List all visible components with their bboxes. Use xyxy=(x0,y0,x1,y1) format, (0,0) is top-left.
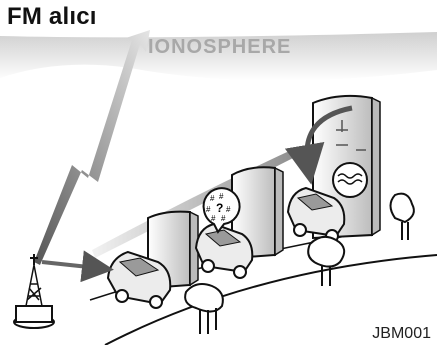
sky-wave-beam xyxy=(34,30,150,265)
reflection-arrow xyxy=(284,105,353,185)
tree-right-icon xyxy=(389,192,415,240)
ionosphere-band xyxy=(0,32,437,81)
transmitter-tower-icon xyxy=(13,254,55,329)
signal-bubble xyxy=(332,162,368,198)
interference-symbol-4: # xyxy=(226,205,231,214)
car-right xyxy=(286,186,346,243)
tree-bottom-icon xyxy=(184,283,224,334)
ground-wave-arrow xyxy=(41,250,114,283)
interference-symbol-6: # xyxy=(221,214,226,223)
figure-code: JBM001 xyxy=(372,325,431,342)
ionosphere-label: IONOSPHERE xyxy=(148,36,291,58)
road-edge xyxy=(104,254,437,345)
interference-bubble: # # ? # # # # xyxy=(202,187,241,234)
interference-symbol-2: # xyxy=(219,192,224,201)
interference-symbol-5: # xyxy=(211,214,216,223)
interference-symbol-1: # xyxy=(210,194,215,203)
interference-symbol-question: ? xyxy=(216,201,223,215)
car-left xyxy=(106,250,172,309)
tree-middle-icon xyxy=(307,235,346,286)
page-title: FM alıcı xyxy=(7,3,97,30)
interference-symbol-3: # xyxy=(206,205,211,214)
